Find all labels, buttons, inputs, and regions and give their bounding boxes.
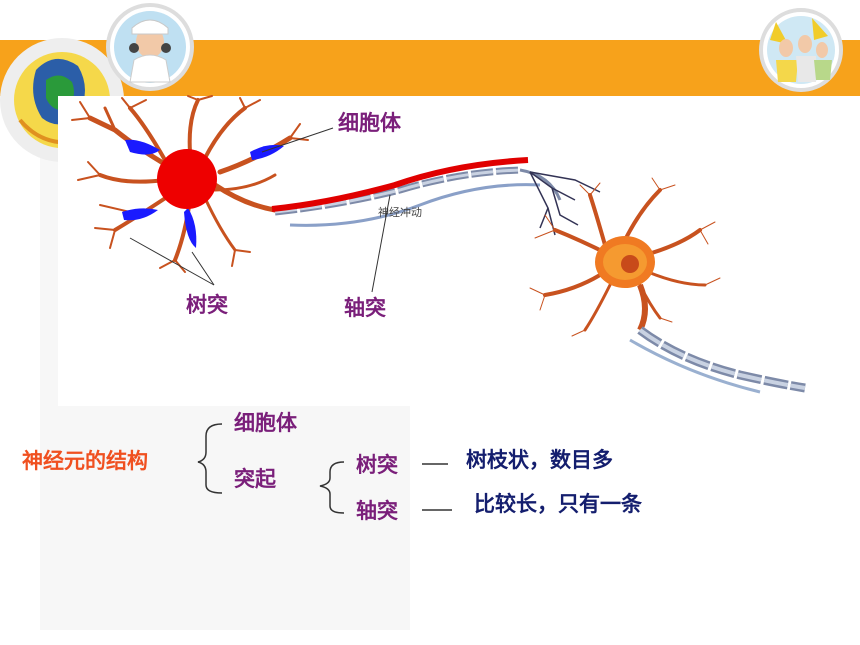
neuron-left bbox=[71, 95, 309, 273]
avatar-group-right bbox=[759, 8, 843, 92]
avatar-woman bbox=[106, 3, 194, 91]
label-dendrite: 树突 bbox=[186, 293, 228, 317]
structure-cell-body: 细胞体 bbox=[234, 411, 297, 435]
structure-brackets bbox=[197, 423, 452, 514]
structure-axon-desc: 比较长，只有一条 bbox=[474, 492, 642, 516]
structure-axon: 轴突 bbox=[356, 499, 398, 523]
axon-red-highlight bbox=[271, 157, 529, 212]
structure-dendrite: 树突 bbox=[356, 453, 398, 477]
label-cell-body: 细胞体 bbox=[338, 111, 401, 135]
cell-body-red bbox=[157, 149, 217, 209]
diagram-area bbox=[58, 96, 810, 406]
neuron-right-body bbox=[595, 236, 655, 332]
dendrite-highlights bbox=[122, 139, 284, 248]
structure-process: 突起 bbox=[234, 467, 276, 491]
label-axon: 轴突 bbox=[344, 296, 386, 320]
axon bbox=[271, 157, 562, 227]
impulse-label: 神经冲动 bbox=[378, 205, 422, 219]
leader-lines bbox=[129, 127, 391, 293]
structure-title: 神经元的结构 bbox=[22, 449, 148, 473]
structure-dendrite-desc: 树枝状，数目多 bbox=[466, 448, 613, 472]
